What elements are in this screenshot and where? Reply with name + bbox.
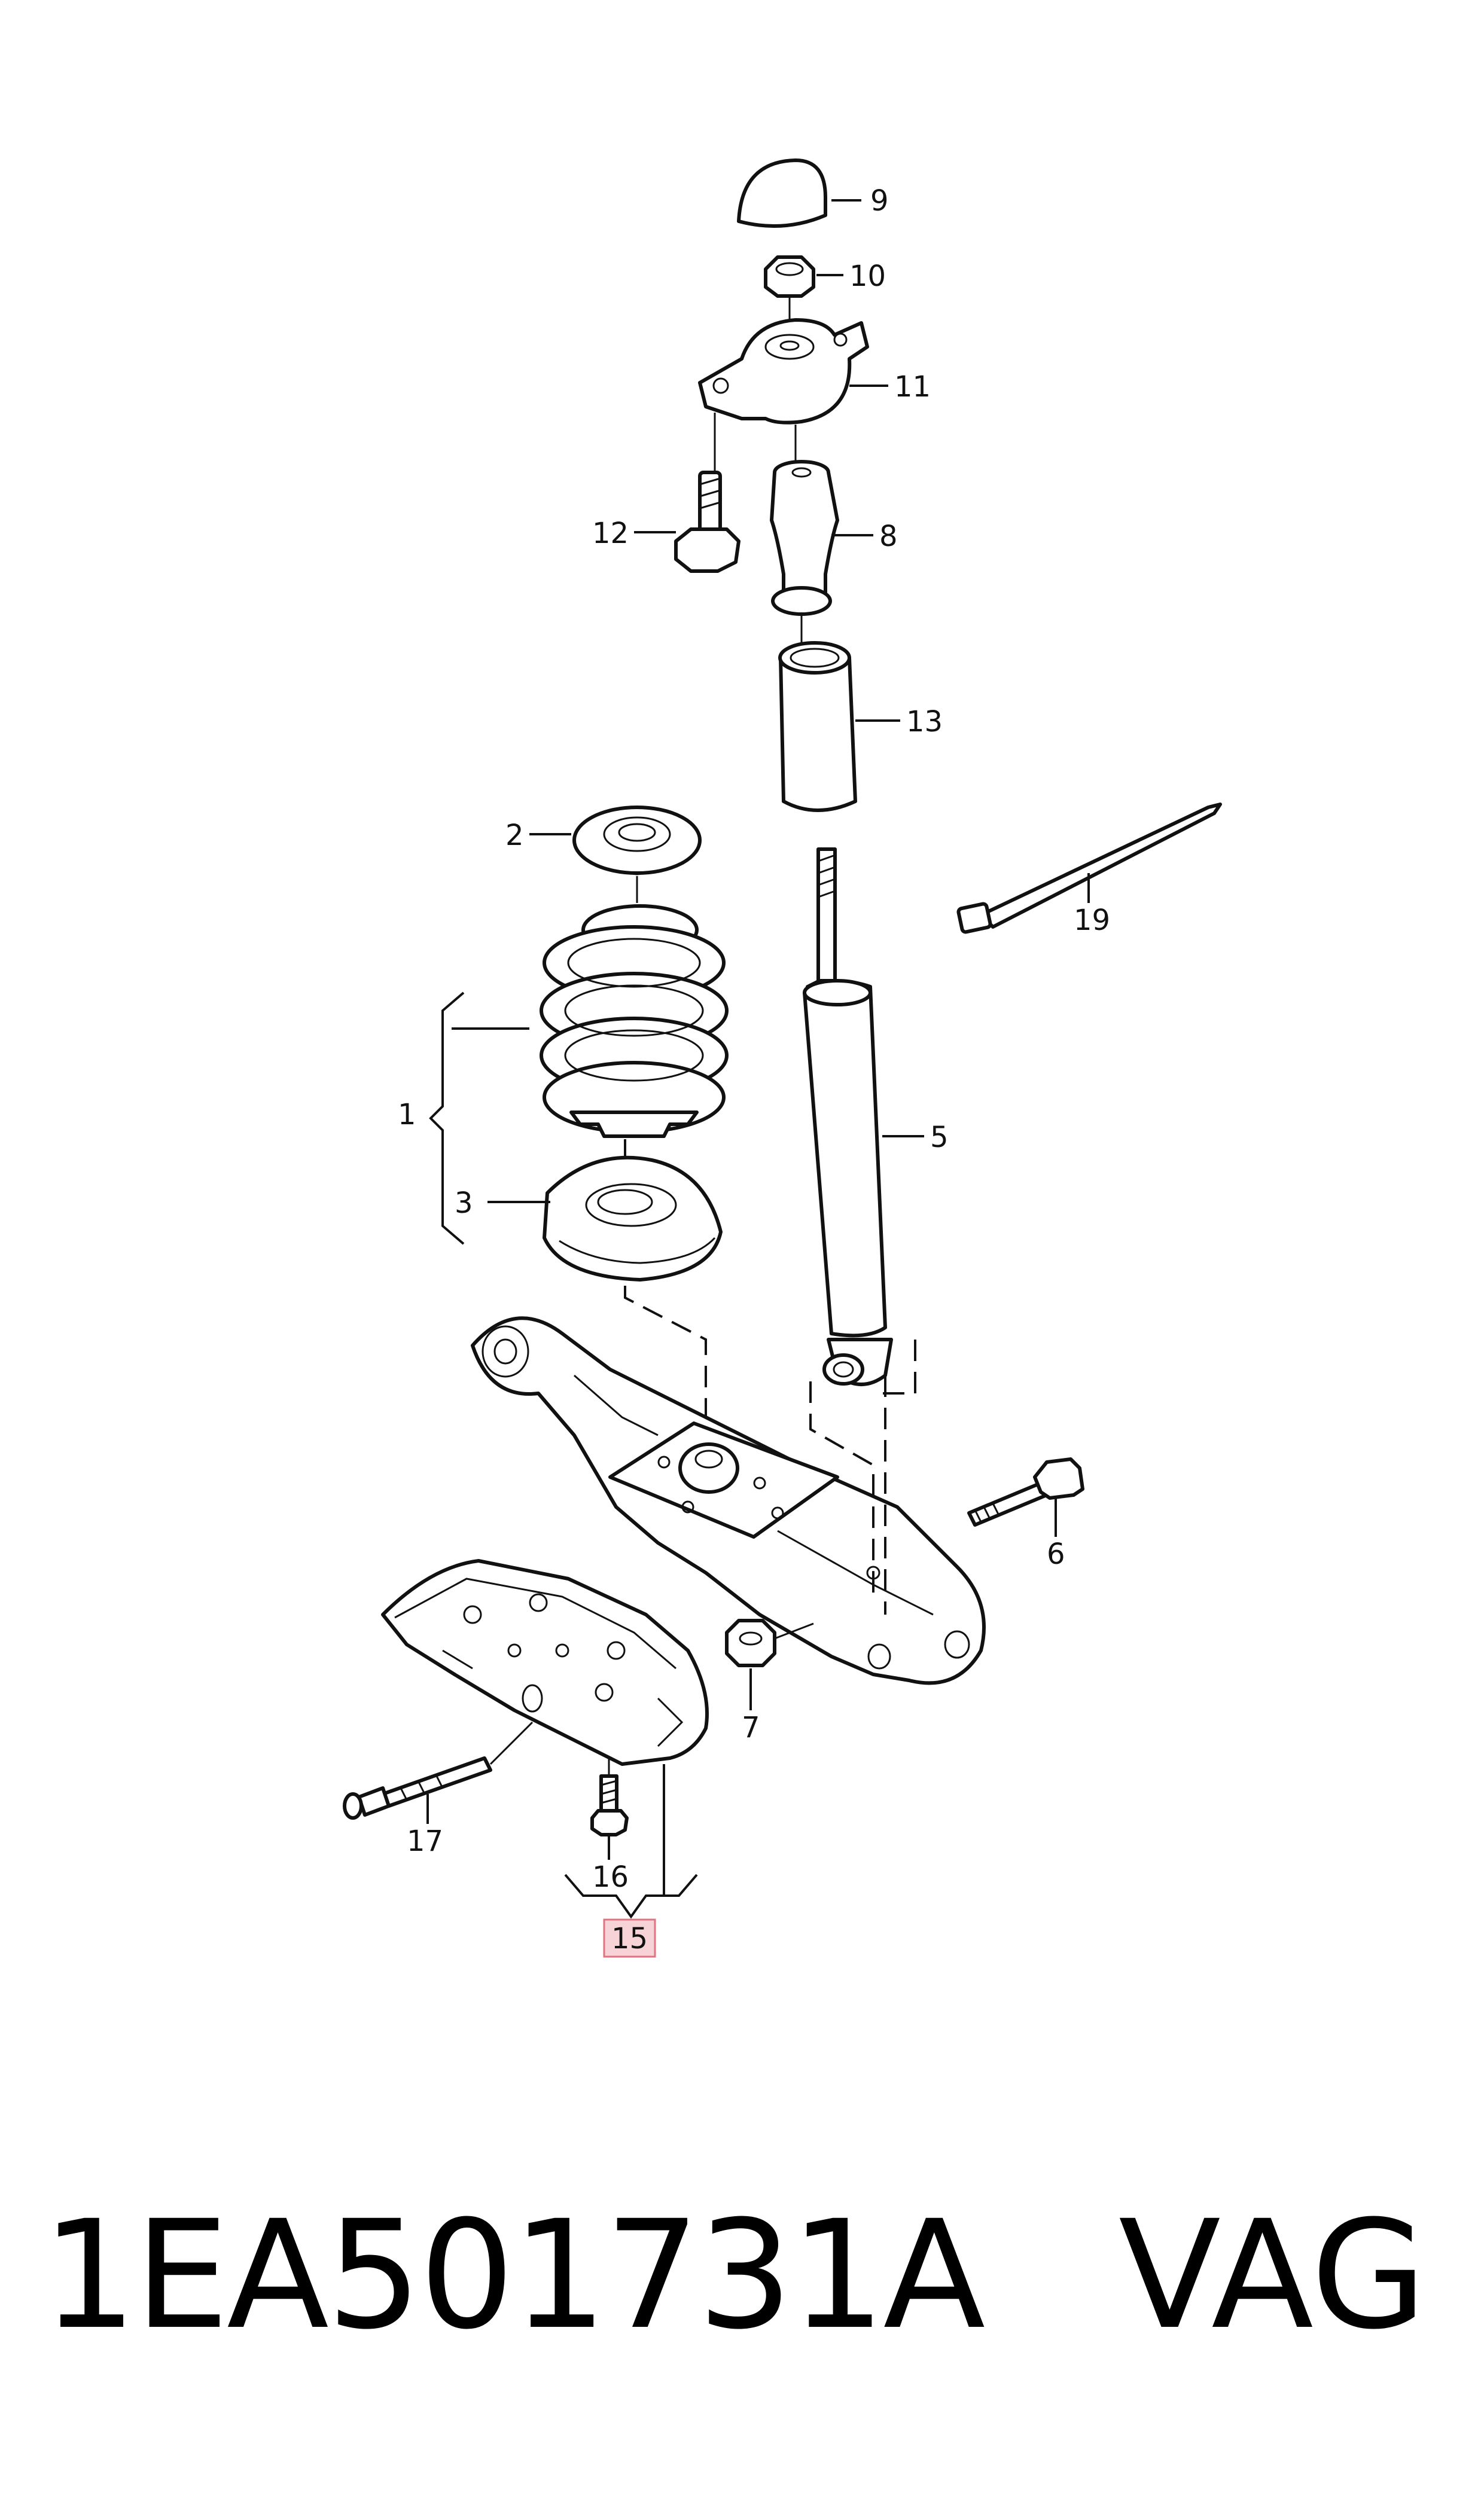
part-12-bolt: [674, 471, 741, 573]
part-8-bump-stop: [770, 460, 839, 616]
guide-line-seat: [624, 1286, 707, 1453]
label-1: 1: [398, 1098, 416, 1131]
label-6: 6: [1047, 1537, 1065, 1571]
part-10-nut: [764, 255, 815, 298]
part-9-dust-cap: [737, 158, 827, 228]
part-16-screw: [590, 1774, 629, 1836]
part-13-protective-tube: [778, 641, 857, 812]
trailing-arm: [471, 1316, 986, 1685]
label-15-highlight: [603, 1918, 656, 1958]
bracket-1: [429, 991, 465, 1245]
label-10: 10: [849, 260, 886, 293]
part-1-coil-spring: [540, 904, 729, 1138]
label-12: 12: [592, 517, 629, 550]
label-17: 17: [407, 1825, 443, 1858]
brand-caption: VAG: [1119, 2188, 1427, 2362]
part-17-pin: [343, 1721, 534, 1820]
bracket-15: [564, 1874, 698, 1919]
part-11-top-mount: [698, 318, 869, 425]
guide-line-shock-top: [873, 1340, 916, 1395]
part-19-cable-tie: [956, 803, 1222, 934]
part-3-lower-spring-seat: [543, 1155, 723, 1282]
label-11: 11: [894, 370, 931, 404]
label-2: 2: [505, 819, 524, 852]
label-3: 3: [455, 1186, 473, 1220]
label-7: 7: [742, 1711, 760, 1744]
label-5: 5: [930, 1121, 949, 1154]
part-7-nut: [725, 1619, 776, 1667]
part-15-underbody-cover: [381, 1559, 709, 1766]
label-16: 16: [592, 1860, 629, 1894]
label-13: 13: [906, 705, 943, 739]
part-2-spring-seat: [572, 806, 702, 875]
label-19: 19: [1074, 904, 1110, 937]
part-5-shock-absorber: [803, 847, 893, 1386]
label-8: 8: [879, 520, 898, 553]
label-15: 15: [611, 1922, 648, 1955]
part-number-caption: 1EA501731A: [42, 2188, 985, 2362]
label-9: 9: [870, 184, 889, 218]
part-6-bolt: [967, 1457, 1084, 1527]
guide-line-shock-left: [809, 1381, 874, 1603]
